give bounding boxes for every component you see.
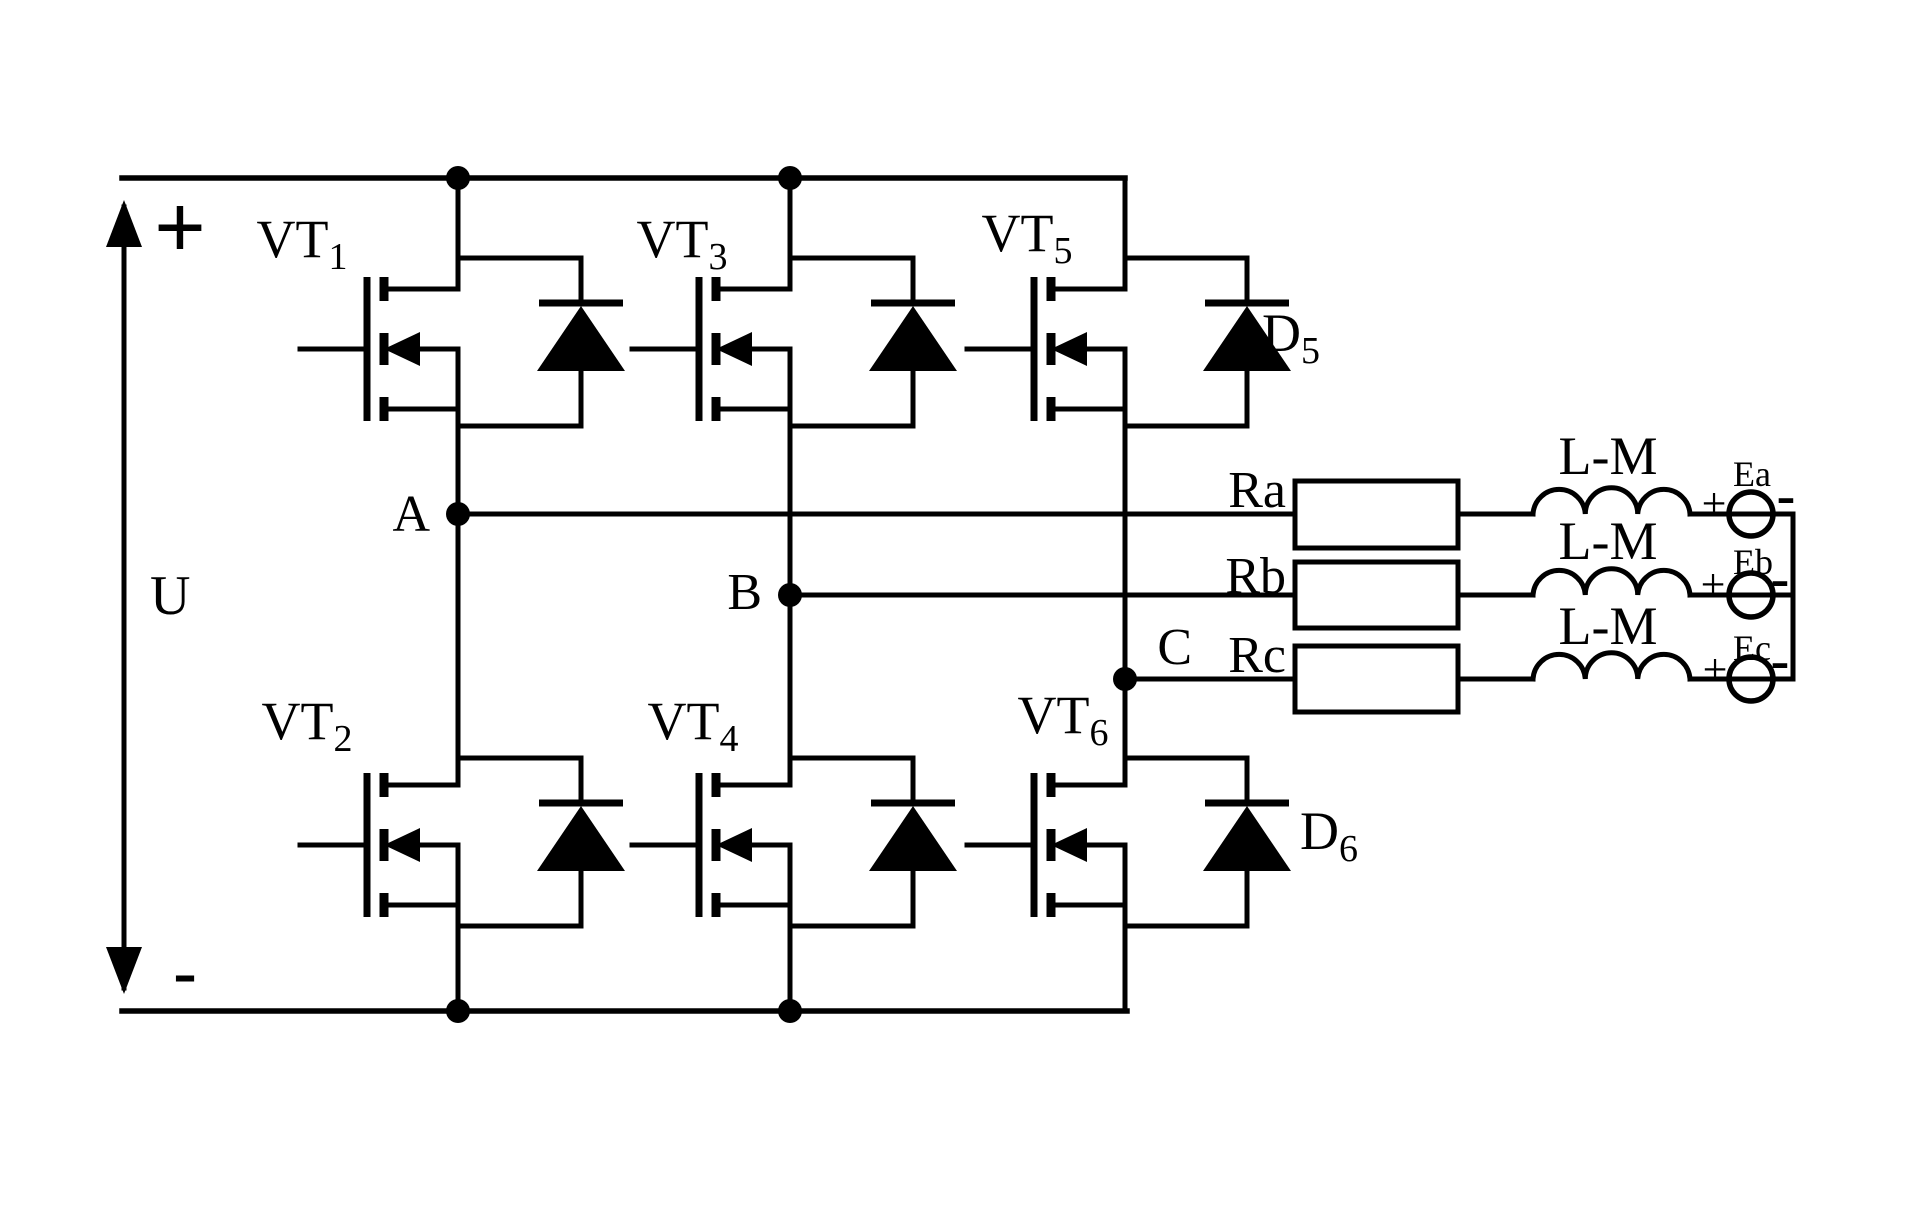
label-vt4: VT4 bbox=[648, 691, 739, 760]
label-lm-c: L-M bbox=[1559, 596, 1658, 656]
inductor-coil-b bbox=[1533, 569, 1690, 595]
mosfet-vt6 bbox=[967, 773, 1125, 917]
junction-dot-top-a bbox=[446, 166, 470, 190]
mosfet-vt4 bbox=[632, 773, 790, 917]
resistor-box-ra bbox=[1292, 478, 1461, 551]
mosfet-vt1 bbox=[300, 277, 458, 421]
leg-b-wires bbox=[787, 175, 916, 1014]
label-lm-b: L-M bbox=[1559, 511, 1658, 571]
labeled-diode-d6 bbox=[1203, 758, 1291, 926]
label-rb: Rb bbox=[1225, 548, 1286, 605]
dc-plus-label: + bbox=[154, 176, 206, 278]
inductor-coil-c bbox=[1533, 653, 1690, 679]
emf-c-plus: + bbox=[1703, 645, 1728, 694]
dc-voltage-label: U bbox=[150, 565, 190, 627]
freewheel-diode-vt4 bbox=[869, 758, 957, 926]
emf-b-plus: + bbox=[1701, 560, 1726, 609]
mosfet-vt2 bbox=[300, 773, 458, 917]
leg-c-wires bbox=[1122, 175, 1250, 1014]
label-vt1: VT1 bbox=[257, 209, 348, 278]
label-node-b: B bbox=[727, 564, 762, 621]
phase-b-network bbox=[787, 559, 1796, 631]
junction-dot-top-b bbox=[778, 166, 802, 190]
leg-a-wires bbox=[455, 175, 584, 1014]
junction-dot-bottom-b bbox=[778, 999, 802, 1023]
label-vt3: VT3 bbox=[637, 209, 728, 278]
emf-source-ec bbox=[1726, 654, 1776, 704]
dc-minus-label: - bbox=[173, 934, 196, 1011]
freewheel-diode-vt2 bbox=[537, 758, 625, 926]
phase-c-network bbox=[1122, 643, 1796, 715]
arrowhead-down bbox=[106, 947, 142, 994]
phase-a-network bbox=[455, 478, 1796, 551]
junction-dot-bottom-a bbox=[446, 999, 470, 1023]
label-vt2: VT2 bbox=[262, 691, 353, 760]
label-lm-a: L-M bbox=[1559, 426, 1658, 486]
label-d5: D5 bbox=[1262, 303, 1320, 372]
emf-c-minus: - bbox=[1771, 630, 1790, 692]
inverter-leg-c bbox=[967, 175, 1291, 1014]
freewheel-diode-vt3 bbox=[869, 258, 957, 426]
mosfet-vt3 bbox=[632, 277, 790, 421]
emf-b-minus: - bbox=[1771, 548, 1790, 610]
emf-a-plus: + bbox=[1702, 479, 1727, 528]
label-ea: Ea bbox=[1733, 454, 1771, 494]
label-vt5: VT5 bbox=[982, 203, 1073, 272]
freewheel-diode-vt1 bbox=[537, 258, 625, 426]
label-ra: Ra bbox=[1228, 462, 1286, 519]
label-ec: Ec bbox=[1733, 628, 1771, 668]
label-d6: D6 bbox=[1300, 801, 1358, 870]
label-eb: Eb bbox=[1733, 542, 1773, 582]
inverter-leg-a bbox=[300, 166, 625, 1023]
label-node-c: C bbox=[1157, 619, 1192, 676]
dc-voltage-arrow bbox=[106, 200, 142, 994]
resistor-box-rb bbox=[1292, 559, 1461, 631]
emf-source-eb bbox=[1726, 570, 1776, 620]
resistor-box-rc bbox=[1292, 643, 1461, 715]
mosfet-vt5 bbox=[967, 277, 1125, 421]
label-vt6: VT6 bbox=[1018, 685, 1109, 754]
arrowhead-up bbox=[106, 200, 142, 247]
emf-source-ea bbox=[1726, 489, 1776, 539]
label-node-a: A bbox=[392, 486, 430, 543]
label-rc: Rc bbox=[1228, 627, 1286, 684]
